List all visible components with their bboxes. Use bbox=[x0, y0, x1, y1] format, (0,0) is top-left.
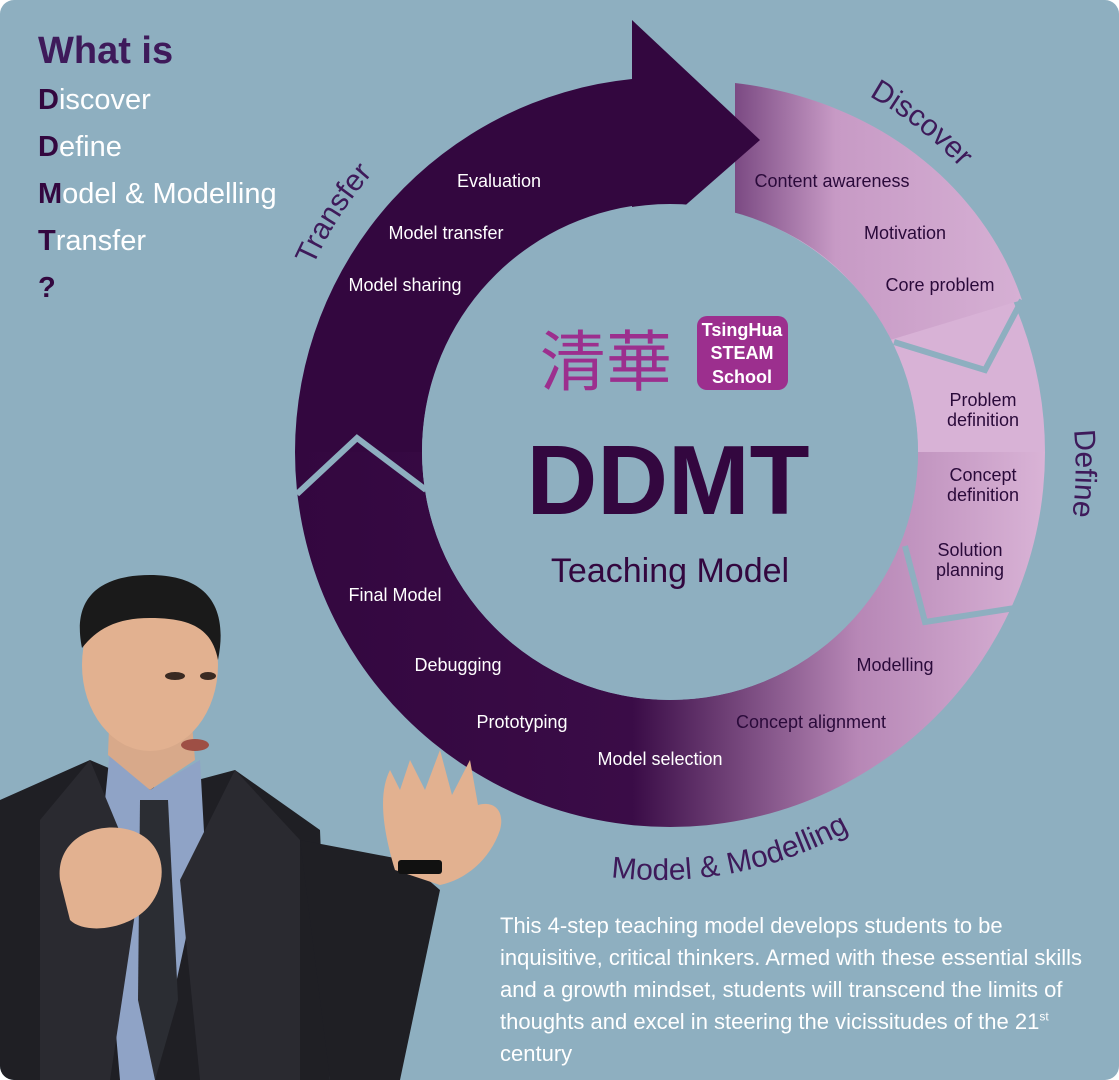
ring-transfer-segment bbox=[295, 79, 632, 452]
model-item: Prototyping bbox=[476, 712, 567, 732]
model-item: Modelling bbox=[856, 655, 933, 675]
step-initial: ? bbox=[38, 272, 56, 304]
model-item: Debugging bbox=[414, 655, 501, 675]
discover-item: Content awareness bbox=[754, 171, 909, 191]
step-rest: efine bbox=[58, 131, 122, 163]
step-rest: ransfer bbox=[55, 225, 146, 257]
define-item-line: Problem bbox=[949, 390, 1016, 410]
step-transfer: Transfer bbox=[38, 225, 146, 258]
step-define: Define bbox=[38, 131, 122, 164]
step-initial: M bbox=[38, 178, 63, 210]
transfer-item: Evaluation bbox=[457, 171, 541, 191]
step-initial: D bbox=[38, 131, 59, 163]
divider-chevron-right bbox=[902, 545, 1029, 626]
step-rest: odel & Modelling bbox=[62, 178, 277, 210]
model-item: Final Model bbox=[348, 585, 441, 605]
teaching-model-subtitle: Teaching Model bbox=[551, 552, 789, 590]
ring-discover-segment bbox=[735, 83, 1022, 340]
description-tail: century bbox=[500, 1041, 573, 1066]
discover-item: Core problem bbox=[885, 275, 994, 295]
phase-label-define: Define bbox=[1065, 428, 1101, 519]
step-rest: iscover bbox=[58, 84, 151, 116]
ring-model-segment bbox=[295, 452, 1045, 827]
model-item: Concept alignment bbox=[736, 712, 886, 732]
define-item-line: definition bbox=[947, 410, 1019, 430]
description-main: This 4-step teaching model develops stud… bbox=[500, 913, 1083, 1034]
discover-item: Motivation bbox=[864, 223, 946, 243]
logo-badge-line-1: TsingHua bbox=[702, 320, 784, 340]
step-question: ? bbox=[38, 272, 56, 305]
model-item: Model selection bbox=[597, 749, 722, 769]
define-item-line: definition bbox=[947, 485, 1019, 505]
intro-heading: What is bbox=[38, 30, 174, 72]
transfer-item: Model sharing bbox=[348, 275, 461, 295]
logo-chinese: 清華 bbox=[540, 325, 672, 399]
define-item-line: planning bbox=[936, 560, 1004, 580]
center-disc bbox=[422, 204, 918, 700]
define-item-line: Concept bbox=[949, 465, 1016, 485]
divider-chevron-upper-right bbox=[893, 298, 1025, 374]
step-model: Model & Modelling bbox=[38, 178, 277, 211]
presenter-photo bbox=[0, 575, 502, 1080]
step-discover: Discover bbox=[38, 84, 151, 117]
phase-label-text: Define bbox=[1065, 428, 1101, 519]
description-text: This 4-step teaching model develops stud… bbox=[500, 910, 1100, 1070]
transfer-arrow-head bbox=[632, 20, 760, 252]
description-superscript: st bbox=[1039, 1009, 1049, 1024]
step-initial: T bbox=[38, 225, 56, 257]
define-item-line: Solution bbox=[937, 540, 1002, 560]
logo-badge-line-2: STEAM bbox=[711, 343, 774, 363]
ddmt-title: DDMT bbox=[526, 425, 809, 535]
step-initial: D bbox=[38, 84, 59, 116]
transfer-item: Model transfer bbox=[388, 223, 503, 243]
logo-badge bbox=[697, 316, 788, 390]
divider-chevron-left bbox=[294, 434, 428, 497]
logo-badge-line-3: School bbox=[712, 367, 772, 387]
